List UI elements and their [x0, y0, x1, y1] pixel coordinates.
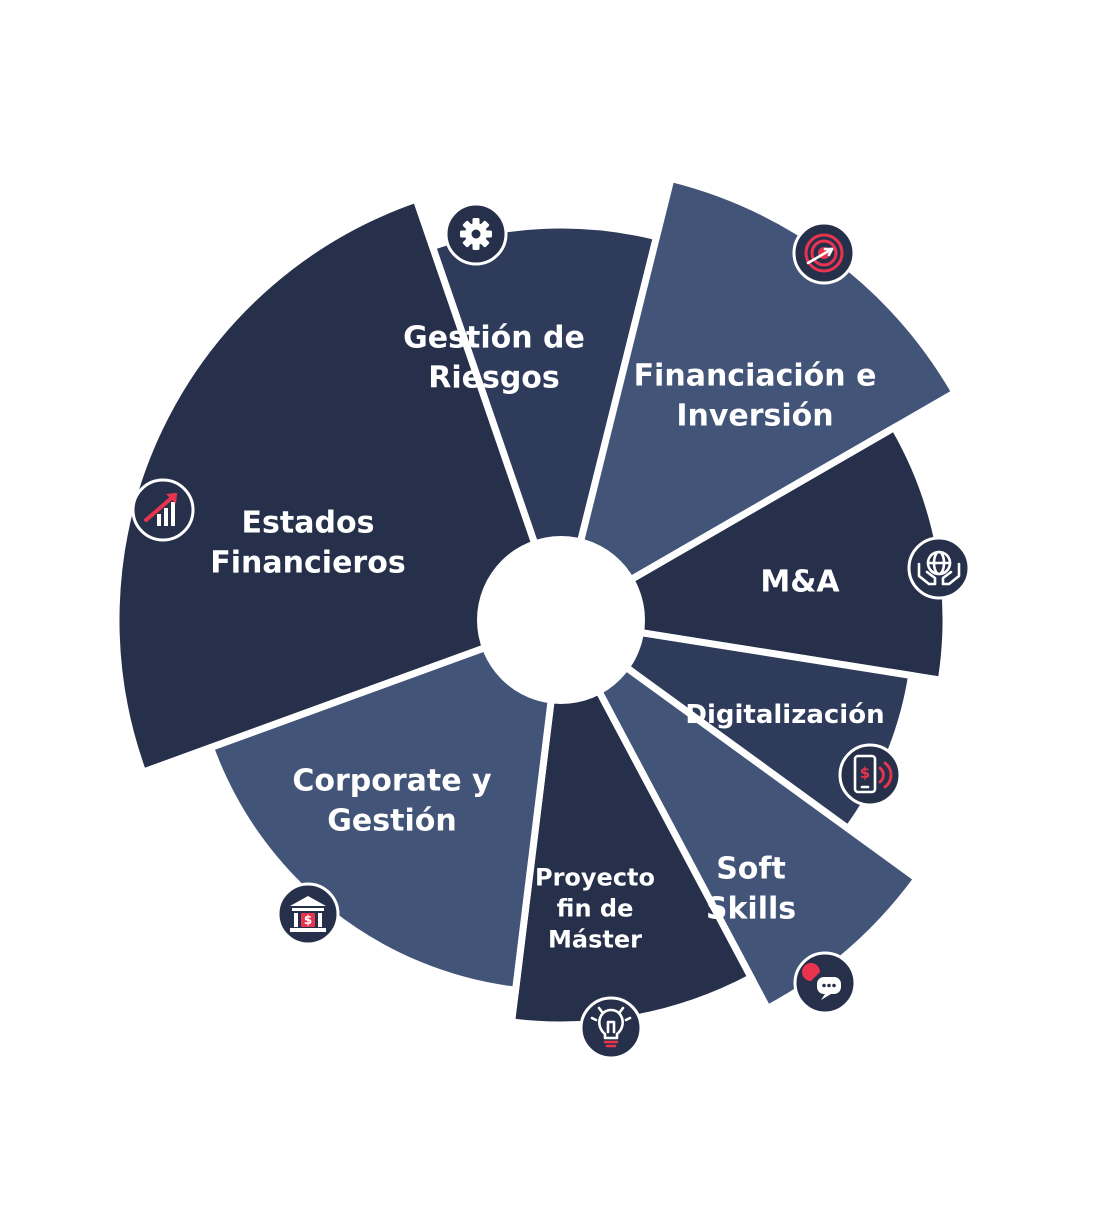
segment-label-digitalizacion: Digitalización: [685, 700, 884, 730]
segment-label-line: Corporate y: [292, 764, 492, 799]
segments-layer: [112, 174, 960, 1029]
labels-layer: Gestión de Riesgos Financiación e Inversión…: [210, 321, 884, 954]
segment-label-gestion-riesgos: Gestión de Riesgos: [403, 321, 585, 396]
bank-icon: $: [276, 882, 340, 946]
segment-label-line: Riesgos: [428, 361, 560, 396]
segment-label-corporate-gestion: Corporate y Gestión: [292, 764, 492, 839]
svg-text:$: $: [304, 913, 312, 927]
icons-layer: $: [131, 202, 971, 1060]
segment-label-line: Máster: [548, 925, 642, 953]
chat-bubbles-icon: [793, 951, 857, 1015]
growth-chart-icon: [131, 478, 195, 542]
segment-label-line: Financiación e: [634, 359, 877, 394]
globe-hands-icon: [907, 536, 971, 600]
segment-label-line: M&A: [760, 565, 840, 600]
gear-icon: [444, 202, 508, 266]
segment-label-proyecto-fin-master: Proyecto fin de Máster: [535, 863, 655, 953]
segment-label-m-a: M&A: [760, 565, 840, 600]
center-hub: [477, 536, 645, 704]
segment-label-line: fin de: [557, 894, 634, 922]
segment-label-line: Financieros: [210, 546, 405, 581]
segment-estados-financieros: [112, 194, 566, 777]
segment-label-line: Proyecto: [535, 863, 655, 891]
segment-label-line: Inversión: [676, 399, 833, 434]
segment-label-line: Estados: [242, 506, 375, 541]
segment-label-line: Soft: [716, 852, 786, 887]
svg-text:$: $: [860, 764, 870, 782]
segment-label-line: Skills: [706, 892, 796, 927]
segment-label-line: Digitalización: [685, 700, 884, 730]
segment-label-line: Gestión de: [403, 321, 585, 356]
lightbulb-icon: [579, 996, 643, 1060]
segment-label-financiacion-inversion: Financiación e Inversión: [634, 359, 877, 434]
segment-label-line: Gestión: [327, 804, 456, 839]
segment-soft-skills: [557, 617, 922, 1014]
mobile-payment-icon: $: [838, 743, 902, 807]
target-icon: [792, 221, 856, 285]
